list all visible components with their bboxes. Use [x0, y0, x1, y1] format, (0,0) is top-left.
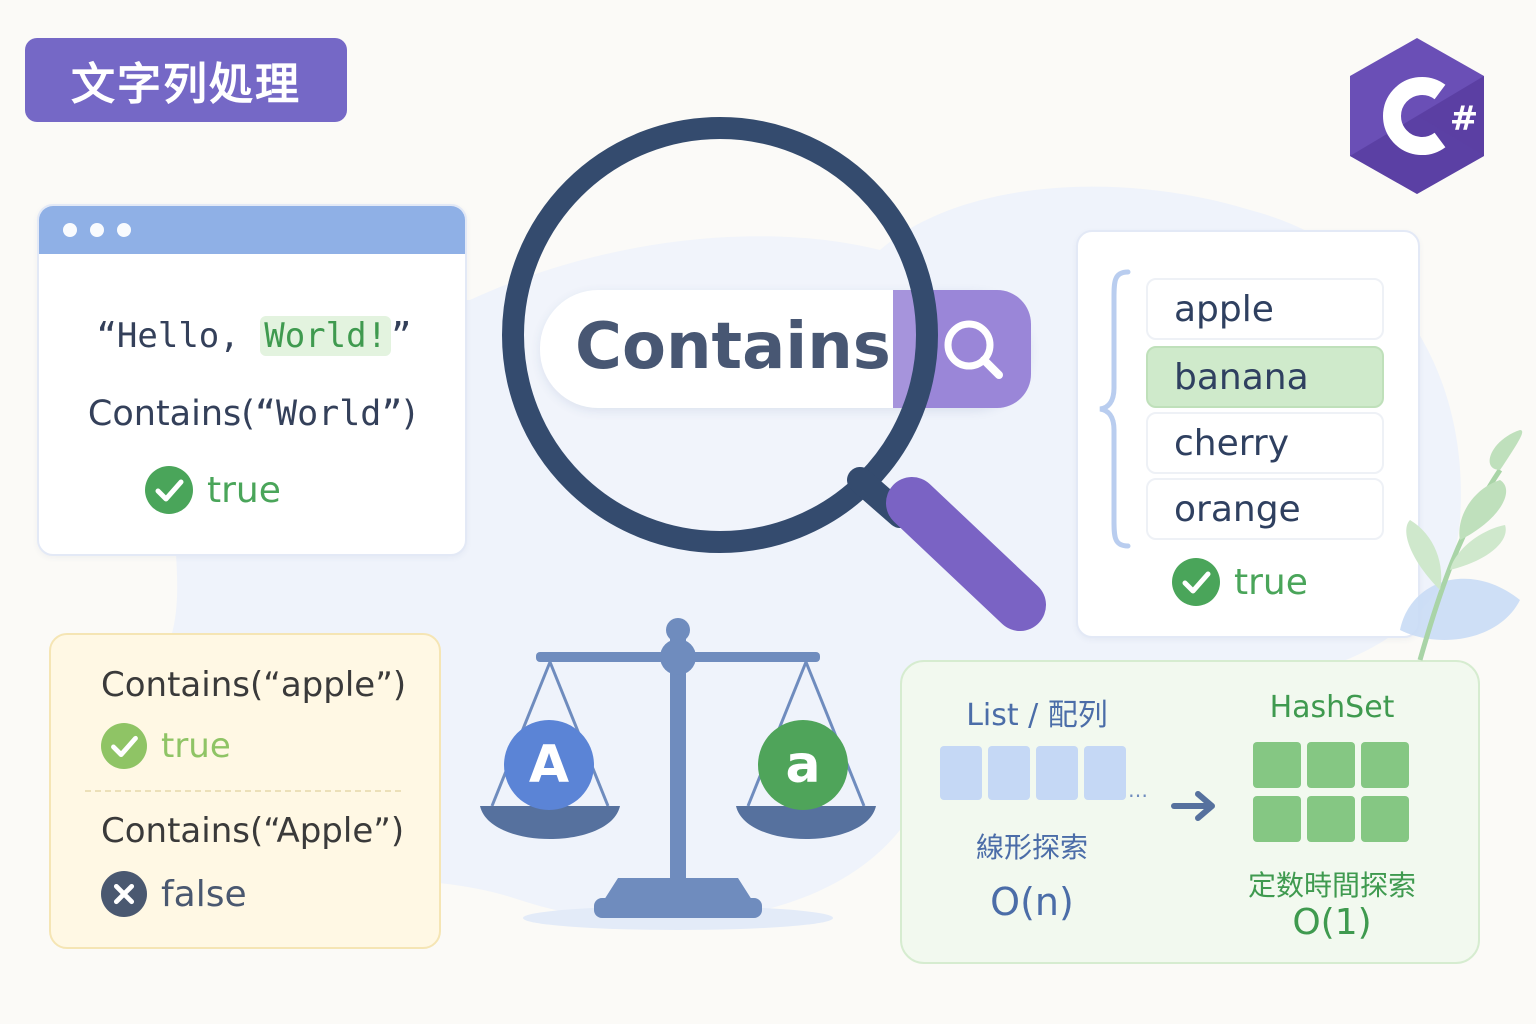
lowercase-result-value: true [161, 726, 231, 766]
list-big-o: O(n) [990, 880, 1074, 924]
result-value: true [207, 469, 281, 511]
list-cell [988, 746, 1030, 800]
capitalized-result-row: false [101, 871, 247, 917]
check-circle-icon [101, 723, 147, 769]
hashset-cell [1307, 796, 1355, 842]
contains-capitalized-call: Contains(“Apple”) [101, 811, 405, 851]
list-search-method: 線形探索 [975, 831, 1088, 864]
string-literal-close: ” [391, 316, 412, 356]
search-term: Contains [575, 310, 891, 384]
list-item-highlighted: banana [1146, 346, 1384, 408]
list-result-value: true [1234, 561, 1308, 603]
hashset-cell [1361, 796, 1409, 842]
hashset-cell [1361, 742, 1409, 788]
hashset-search-method: 定数時間探索 [1247, 869, 1416, 902]
list-title: List / 配列 [966, 698, 1108, 733]
card-divider [85, 790, 401, 792]
window-titlebar [39, 206, 465, 254]
arrow-right-icon [1171, 791, 1215, 821]
list-cell [940, 746, 982, 800]
list-cell [1084, 746, 1126, 800]
contains-lowercase-call: Contains(“apple”) [101, 665, 407, 705]
list-cell [1036, 746, 1078, 800]
uppercase-letter-badge: A [504, 720, 594, 810]
csharp-logo: # [1350, 38, 1484, 194]
brace-icon [1099, 269, 1131, 549]
balance-scale-icon [480, 618, 876, 930]
contains-call-suffix: ) [402, 394, 417, 434]
string-example-card: “Hello, World!” Contains(“World”) true [37, 204, 467, 556]
case-balance-scale: A a [470, 610, 890, 940]
contains-call: Contains(“World”) [59, 394, 445, 434]
string-literal: “Hello, World!” [89, 316, 419, 356]
contains-call-prefix: Contains( [87, 394, 255, 434]
magnifier-icon [502, 117, 1046, 631]
hashset-cell [1307, 742, 1355, 788]
window-dot-icon [90, 223, 104, 237]
hashset-big-o: O(1) [1292, 902, 1372, 943]
result-row: true [145, 466, 281, 514]
highlighted-substring: World! [260, 316, 392, 356]
hashset-title: HashSet [1269, 690, 1395, 725]
hashset-cell [1253, 742, 1301, 788]
hashset-cell [1253, 796, 1301, 842]
window-dot-icon [117, 223, 131, 237]
capitalized-result-value: false [161, 873, 247, 915]
lowercase-letter-badge: a [758, 720, 848, 810]
string-literal-open: “Hello, [96, 316, 261, 356]
plant-decoration [1400, 430, 1523, 661]
case-sensitivity-card: Contains(“apple”) true Contains(“Apple”)… [49, 633, 441, 949]
contains-call-arg: “World” [254, 394, 403, 434]
list-item: orange [1146, 478, 1384, 540]
list-item: cherry [1146, 412, 1384, 474]
complexity-comparison-card: List / 配列 … 線形探索 O(n) HashSet 定数時間探索 O(1… [900, 660, 1480, 964]
check-circle-icon [1172, 558, 1220, 606]
window-dot-icon [63, 223, 77, 237]
lowercase-result-row: true [101, 723, 231, 769]
search-icon [944, 320, 1003, 379]
list-ellipsis: … [1128, 778, 1148, 802]
check-circle-icon [145, 466, 193, 514]
list-result-row: true [1172, 558, 1308, 606]
list-item: apple [1146, 278, 1384, 340]
title-badge: 文字列処理 [25, 38, 347, 122]
cross-circle-icon [101, 871, 147, 917]
csharp-hash-mark: # [1450, 99, 1479, 139]
